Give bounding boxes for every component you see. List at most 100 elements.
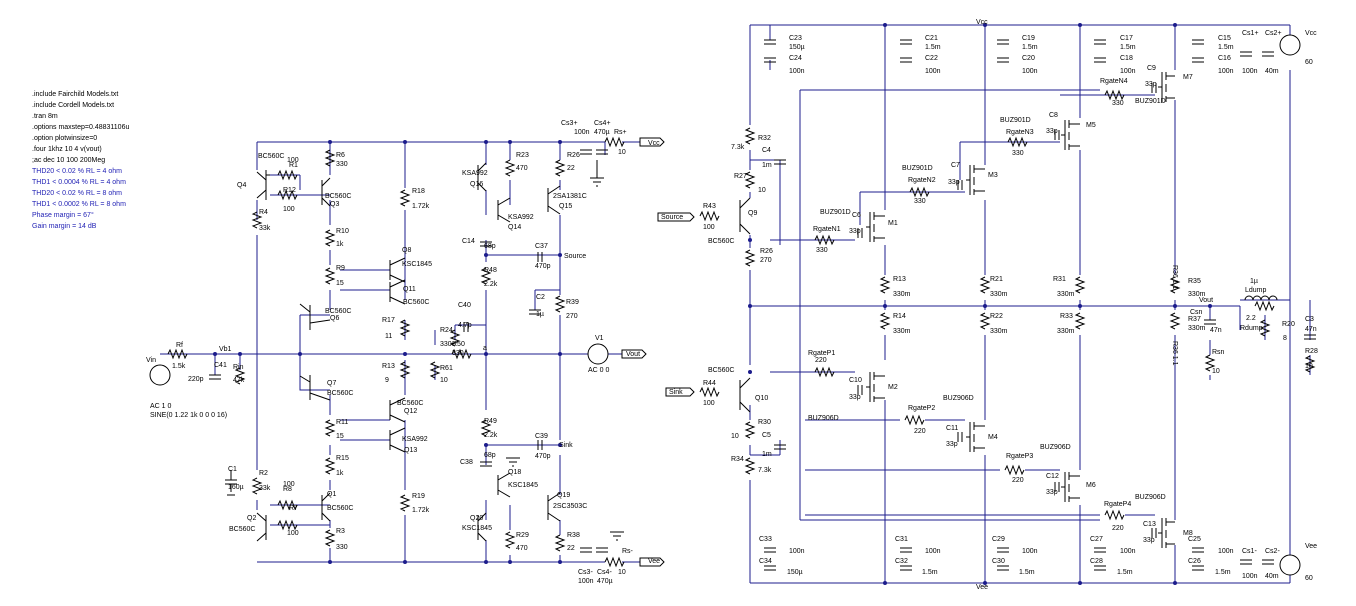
component-label: C9	[1147, 65, 1156, 72]
resistor-r61	[429, 361, 441, 379]
component-label: RgateP2	[908, 405, 935, 412]
component-label: 60	[1305, 59, 1313, 66]
component-label: R13	[893, 276, 906, 283]
component-label: a	[483, 345, 487, 352]
capacitor-c10	[857, 385, 863, 395]
component-label: 1.72k	[412, 507, 430, 514]
component-label: 47n	[1210, 327, 1222, 334]
component-label: KSC1845	[508, 482, 538, 489]
component-label: C26	[1188, 558, 1201, 565]
component-label: Cs3-	[578, 569, 593, 576]
component-label: 33p	[946, 441, 958, 448]
component-label: C1	[228, 466, 237, 473]
capacitor-c6	[857, 228, 863, 238]
capacitor-c34	[764, 565, 776, 571]
component-label: 60	[1305, 575, 1313, 582]
resistor-rdump	[1254, 300, 1275, 312]
bjt-q11	[389, 279, 406, 305]
component-label: Q13	[404, 447, 417, 454]
resistor-r22	[979, 312, 991, 330]
component-label: 100n	[925, 548, 941, 555]
component-label: R20	[1282, 321, 1295, 328]
capacitor-cs1plus	[1240, 51, 1252, 57]
resistor-r44	[699, 386, 720, 398]
capacitor-c40	[463, 322, 469, 332]
component-label: C7	[951, 162, 960, 169]
resistor-r24	[449, 329, 461, 347]
capacitor-cs2minus	[1262, 559, 1274, 565]
component-label: 33p	[849, 394, 861, 401]
component-label: Source	[564, 253, 586, 260]
resistor-r19	[399, 494, 411, 512]
component-label: R15	[336, 455, 349, 462]
component-label: R8	[283, 486, 292, 493]
bjt-q1	[321, 492, 331, 522]
component-label: Q6	[330, 315, 339, 322]
component-label: Vb1	[219, 346, 232, 353]
capacitor-cs3plus	[580, 149, 592, 155]
component-label: BC560C	[397, 400, 423, 407]
component-label: 220p	[188, 376, 204, 383]
bjt-q10	[739, 377, 751, 413]
component-label: 330m	[990, 328, 1008, 335]
capacitor-c22	[900, 57, 912, 63]
resistor-rf	[167, 348, 188, 360]
component-label: 220	[815, 357, 827, 364]
component-label: 100n	[574, 129, 590, 136]
component-label: R43	[703, 203, 716, 210]
component-label: Cs1-	[1242, 548, 1257, 555]
component-label: R27	[734, 173, 747, 180]
component-label: 15	[336, 280, 344, 287]
resistor-rsn	[1204, 354, 1216, 372]
component-label: Q4	[237, 182, 246, 189]
component-label: 1µ	[1250, 278, 1258, 285]
component-label: 9	[385, 377, 389, 384]
component-label: R10	[336, 228, 349, 235]
component-label: R24	[440, 327, 453, 334]
component-label: 1.5m	[1019, 569, 1035, 576]
component-label: R26	[760, 248, 773, 255]
component-label: RgateN1	[813, 226, 841, 233]
capacitor-c39	[537, 440, 543, 450]
bjt-q15	[547, 185, 561, 215]
capacitor-c41	[209, 374, 221, 380]
component-label: R19	[412, 493, 425, 500]
component-label: C40	[458, 302, 471, 309]
port-flag-vout	[621, 349, 647, 359]
resistor-rgatep2	[904, 414, 925, 426]
component-label: Q8	[402, 247, 411, 254]
component-label: C28	[1090, 558, 1103, 565]
component-label: Vcc	[1305, 30, 1317, 37]
component-label: C19	[1022, 35, 1035, 42]
component-label: 270	[566, 313, 578, 320]
resistor-r11	[324, 419, 336, 437]
capacitor-c24	[764, 57, 776, 63]
component-label: 330m	[1188, 291, 1206, 298]
component-label: 270	[760, 257, 772, 264]
capacitor-c27	[1094, 547, 1106, 553]
component-label: 150µ	[787, 569, 803, 576]
result-line: Gain margin = 14 dB	[32, 223, 97, 230]
component-label: Vin	[146, 357, 156, 364]
component-label: Rs+	[614, 129, 627, 136]
resistor-r26b	[744, 249, 756, 267]
component-label: Cs3+	[561, 120, 578, 127]
component-label: Q3	[330, 201, 339, 208]
component-label: Sink	[559, 442, 573, 449]
component-label: M1	[888, 220, 898, 227]
component-label: 330m	[893, 291, 911, 298]
resistor-r49	[480, 419, 492, 437]
component-label: R38	[567, 532, 580, 539]
component-label: Cs2-	[1265, 548, 1280, 555]
component-label: C13	[1143, 521, 1156, 528]
component-label: C3	[1305, 316, 1314, 323]
component-label: Q20	[470, 515, 483, 522]
mosfet-m4	[966, 422, 985, 452]
component-label: KSC1845	[462, 525, 492, 532]
component-label: C12	[1046, 473, 1059, 480]
component-label: R13	[382, 363, 395, 370]
capacitor-c21	[900, 39, 912, 45]
component-label: BUZ906D	[1040, 444, 1071, 451]
component-label: 10	[1305, 363, 1313, 370]
